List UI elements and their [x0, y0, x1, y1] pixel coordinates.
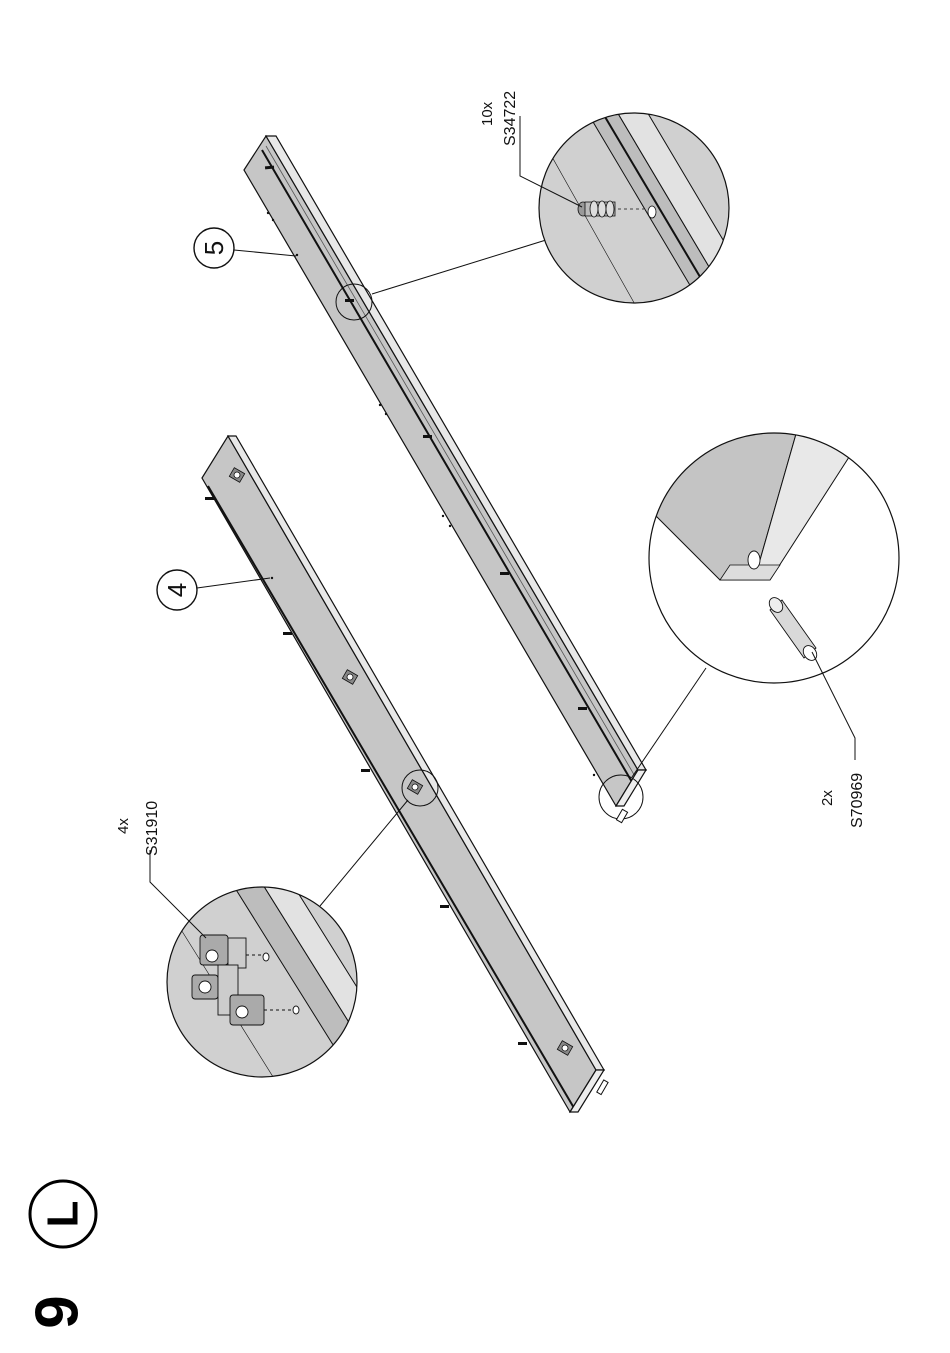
callout-board-5: 5 — [194, 228, 296, 268]
s70969-qty: 2x — [819, 790, 836, 806]
s34722-qty: 10x — [479, 101, 496, 126]
board-4-end-dowel — [597, 1080, 608, 1095]
s31910-qty: 4x — [115, 818, 132, 834]
page-number: 9 — [24, 1295, 91, 1328]
step-indicator: L — [30, 1181, 96, 1247]
s31910-code: S31910 — [144, 801, 161, 856]
detail-s31910: 4x S31910 — [115, 770, 440, 1120]
board-4-number: 4 — [162, 583, 192, 597]
callout-board-4: 4 — [157, 570, 270, 610]
s34722-code: S34722 — [502, 91, 519, 146]
step-letter: L — [39, 1201, 88, 1228]
s70969-code: S70969 — [849, 773, 866, 828]
board-5-number: 5 — [199, 241, 229, 255]
